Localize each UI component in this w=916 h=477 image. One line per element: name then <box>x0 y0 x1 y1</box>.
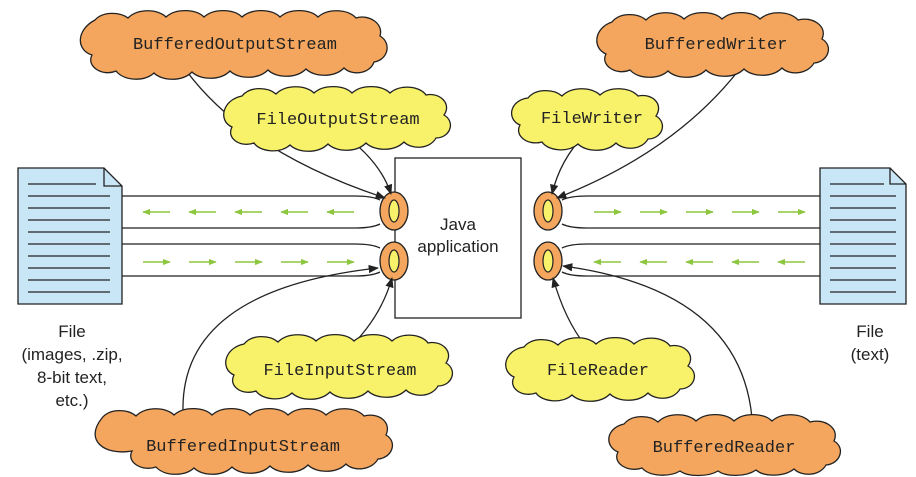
right-input-pipe <box>561 243 820 277</box>
java-application-label-line2: application <box>417 237 498 256</box>
cloud-buffered-input-stream: BufferedInputStream <box>94 407 394 475</box>
label-buffered-input-stream: BufferedInputStream <box>146 438 340 457</box>
right-input-connector <box>533 241 563 281</box>
right-file-caption: File (text) <box>851 322 890 364</box>
label-buffered-writer: BufferedWriter <box>645 36 788 55</box>
pointer-file-reader <box>551 277 586 346</box>
label-file-output-stream: FileOutputStream <box>256 111 419 130</box>
pointer-buffered-reader <box>561 263 753 419</box>
left-input-pipe <box>122 243 381 277</box>
left-file-caption-line4: etc.) <box>55 391 88 410</box>
cloud-file-writer: FileWriter <box>510 88 664 151</box>
right-file-document <box>819 167 907 305</box>
right-file-caption-line1: File <box>856 322 883 341</box>
pointer-buffered-input-stream <box>182 264 380 413</box>
label-file-input-stream: FileInputStream <box>263 362 416 381</box>
left-file-caption: File (images, .zip, 8-bit text, etc.) <box>21 322 122 410</box>
cloud-buffered-output-stream: BufferedOutputStream <box>79 9 388 80</box>
left-file-caption-line3: 8-bit text, <box>37 368 107 387</box>
cloud-file-reader: FileReader <box>505 336 696 402</box>
java-application-label-line1: Java <box>440 215 476 234</box>
pointer-buffered-writer <box>556 61 746 199</box>
cloud-buffered-writer: BufferedWriter <box>596 11 830 78</box>
cloud-buffered-reader: BufferedReader <box>608 413 842 477</box>
cloud-file-input-stream: FileInputStream <box>225 333 454 400</box>
label-file-writer: FileWriter <box>541 110 643 129</box>
right-file-caption-line2: (text) <box>851 345 890 364</box>
left-output-connector <box>379 191 409 231</box>
left-output-pipe <box>122 195 381 229</box>
cloud-file-output-stream: FileOutputStream <box>223 85 452 152</box>
left-file-document <box>17 167 123 305</box>
right-output-connector <box>533 191 563 231</box>
right-output-pipe <box>561 195 820 229</box>
left-input-connector <box>379 241 409 281</box>
java-application-box <box>394 157 522 319</box>
left-file-caption-line1: File <box>58 322 85 341</box>
label-buffered-output-stream: BufferedOutputStream <box>133 36 337 55</box>
label-file-reader: FileReader <box>547 362 649 381</box>
label-buffered-reader: BufferedReader <box>653 439 796 458</box>
left-file-caption-line2: (images, .zip, <box>21 345 122 364</box>
